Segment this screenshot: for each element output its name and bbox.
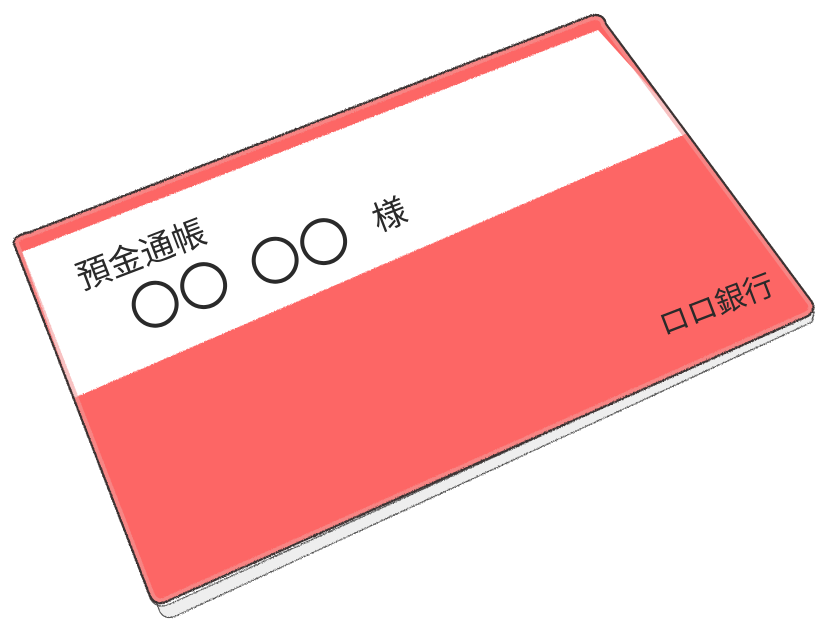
passbook-cover [12,13,815,605]
passbook-label-band [22,30,690,398]
passbook-outline [12,13,815,605]
passbook-pages-edge [19,251,815,619]
